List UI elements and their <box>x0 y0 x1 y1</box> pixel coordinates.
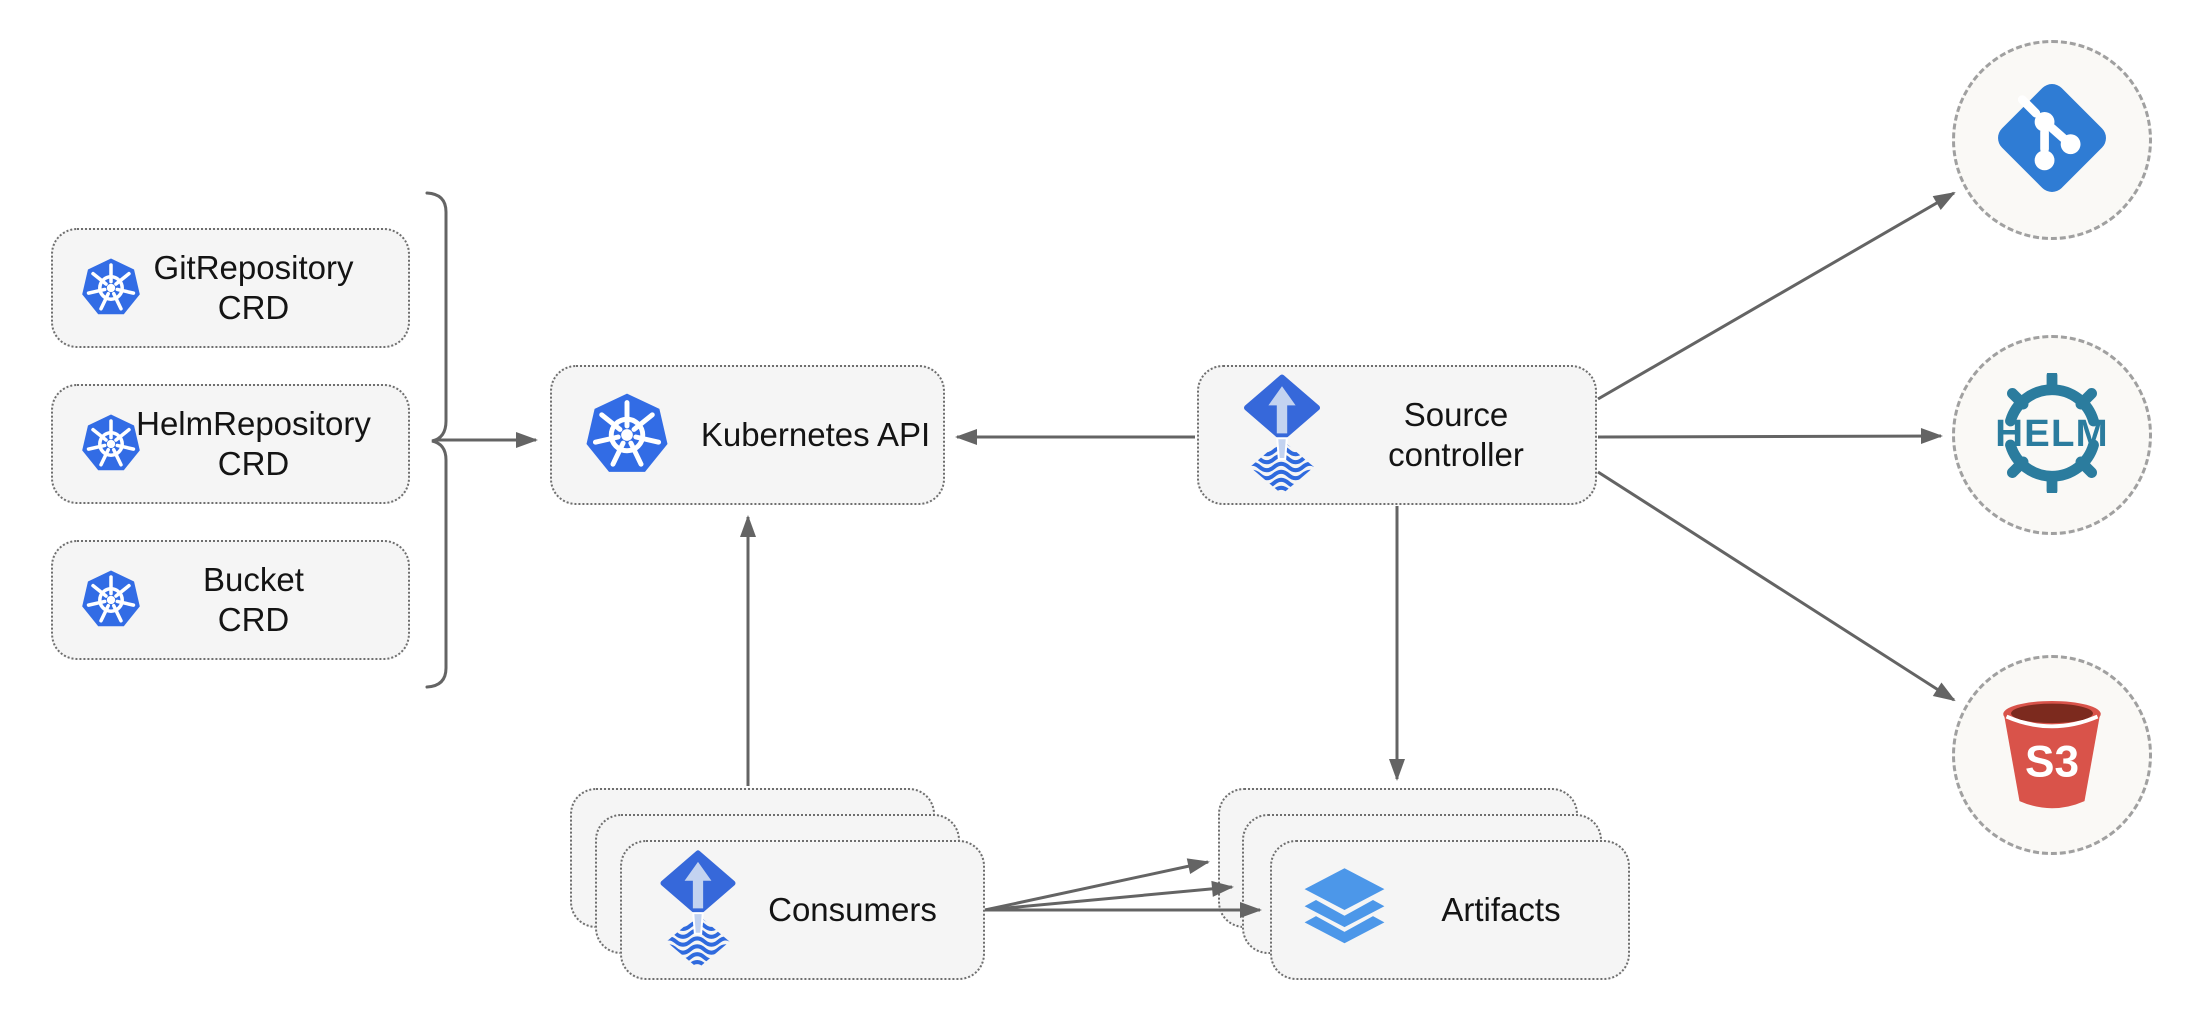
gitrepository-crd-node: GitRepository CRD <box>51 228 410 348</box>
source-controller-node: Source controller <box>1197 365 1597 505</box>
artifacts-label: Artifacts <box>1441 890 1561 928</box>
source-controller-label: Source controller <box>1388 395 1524 473</box>
kubernetes-wheel-icon <box>79 256 143 320</box>
consumers-label: Consumers <box>768 890 937 928</box>
helm-icon: HELM <box>1974 369 2130 498</box>
helm-logo-text: HELM <box>1995 412 2109 455</box>
kubernetes-api-label: Kubernetes API <box>700 415 931 453</box>
helmrepository-crd-node: HelmRepository CRD <box>51 384 410 504</box>
flux-icon <box>1242 374 1322 496</box>
helmrepository-crd-label: HelmRepository CRD <box>136 404 371 482</box>
s3-bucket-endpoint: S3 <box>1952 655 2152 855</box>
consumers-node: Consumers <box>620 840 985 980</box>
flux-icon <box>657 850 739 970</box>
kubernetes-wheel-icon <box>582 390 672 480</box>
kubernetes-wheel-icon <box>79 568 143 632</box>
artifacts-node: Artifacts <box>1270 840 1630 980</box>
kubernetes-api-node: Kubernetes API <box>550 365 945 505</box>
s3-logo-text: S3 <box>2025 737 2079 786</box>
helm-repository-endpoint: HELM <box>1952 335 2152 535</box>
s3-bucket-icon: S3 <box>1987 688 2117 823</box>
bucket-crd-node: Bucket CRD <box>51 540 410 660</box>
git-repository-endpoint <box>1952 40 2152 240</box>
kubernetes-wheel-icon <box>79 412 143 476</box>
layers-icon <box>1297 864 1392 956</box>
gitrepository-crd-label: GitRepository CRD <box>153 248 354 326</box>
bucket-crd-label: Bucket CRD <box>203 560 304 638</box>
git-icon <box>1990 76 2114 205</box>
